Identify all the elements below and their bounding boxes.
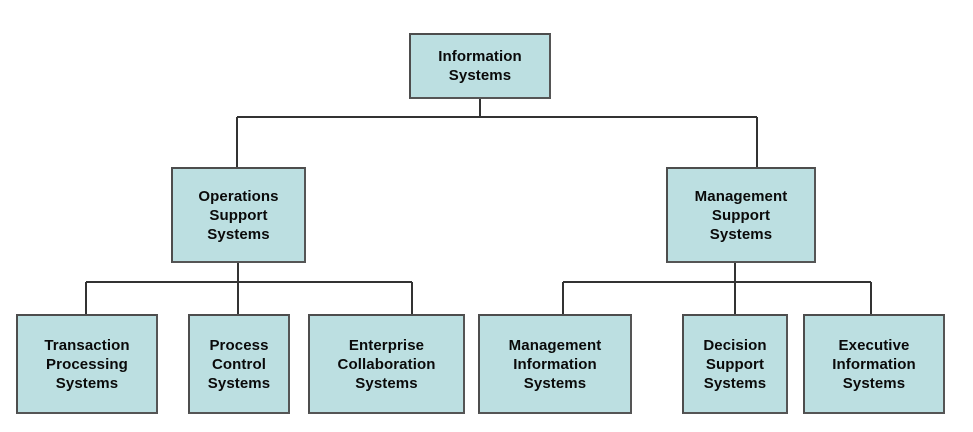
node-label-management-support-systems: Management Support Systems <box>694 187 788 243</box>
node-executive-information-systems[interactable]: Executive Information Systems <box>803 314 945 414</box>
node-label-executive-information-systems: Executive Information Systems <box>832 336 916 392</box>
node-transaction-processing-systems[interactable]: Transaction Processing Systems <box>16 314 158 414</box>
node-label-information-systems: Information Systems <box>438 48 522 84</box>
node-enterprise-collaboration-systems[interactable]: Enterprise Collaboration Systems <box>308 314 465 414</box>
node-management-information-systems[interactable]: Management Information Systems <box>478 314 632 414</box>
node-label-process-control-systems: Process Control Systems <box>207 336 271 392</box>
node-label-enterprise-collaboration-systems: Enterprise Collaboration Systems <box>337 336 436 392</box>
node-management-support-systems[interactable]: Management Support Systems <box>666 167 816 263</box>
node-label-transaction-processing-systems: Transaction Processing Systems <box>44 336 130 392</box>
node-label-management-information-systems: Management Information Systems <box>508 336 602 392</box>
node-process-control-systems[interactable]: Process Control Systems <box>188 314 290 414</box>
node-information-systems[interactable]: Information Systems <box>409 33 551 99</box>
node-label-decision-support-systems: Decision Support Systems <box>703 336 767 392</box>
node-decision-support-systems[interactable]: Decision Support Systems <box>682 314 788 414</box>
node-operations-support-systems[interactable]: Operations Support Systems <box>171 167 306 263</box>
node-label-operations-support-systems: Operations Support Systems <box>198 187 279 243</box>
